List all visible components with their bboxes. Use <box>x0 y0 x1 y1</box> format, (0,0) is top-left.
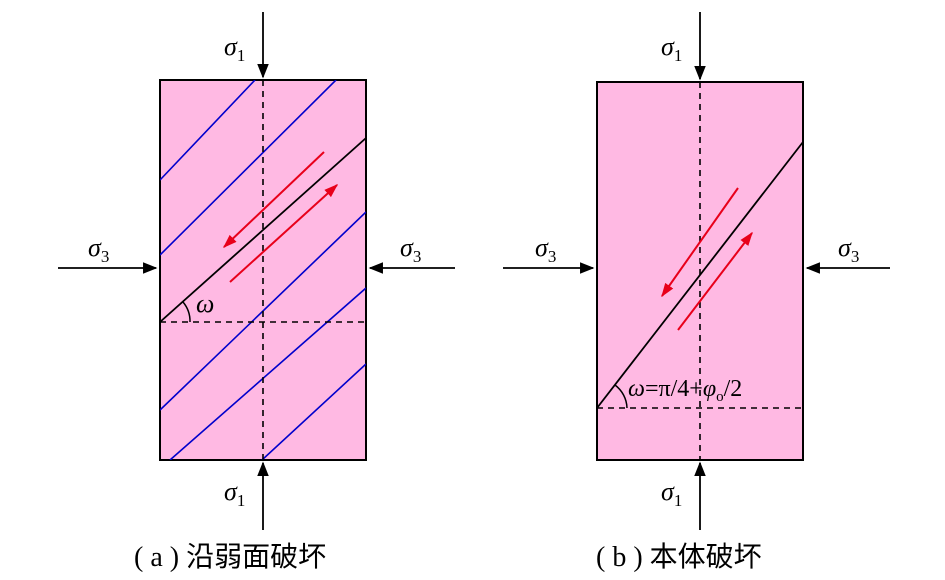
weak-plane-line <box>261 363 366 460</box>
failure-plane-a <box>159 137 367 323</box>
weak-plane-line <box>160 80 256 181</box>
weak-planes-a <box>160 80 366 460</box>
weak-plane-line <box>169 287 366 460</box>
shear-arrow-lower-b <box>677 231 753 331</box>
caption-b: ( b ) 本体破坏 <box>596 541 762 573</box>
sigma3-left-label-a: σ3 <box>88 233 109 266</box>
shear-arrow-upper-a <box>222 151 325 248</box>
caption-a: ( a ) 沿弱面破坏 <box>134 541 326 573</box>
shear-arrow-upper-b <box>661 187 739 298</box>
sigma3-right-label-b: σ3 <box>838 233 859 266</box>
sigma1-bottom-label-a: σ1 <box>224 477 245 510</box>
angle-arc-b <box>614 384 628 409</box>
sigma1-top-label-b: σ1 <box>661 32 682 65</box>
angle-arc-a <box>182 301 191 323</box>
weak-plane-line <box>160 80 337 256</box>
sigma1-top-label-a: σ1 <box>224 32 245 65</box>
sigma1-bottom-label-b: σ1 <box>661 477 682 510</box>
omega-label-a: ω <box>196 289 214 318</box>
shear-arrow-lower-a <box>229 184 339 283</box>
panel-b: σ1 σ1 σ3 σ3 ω=π/4+φo/2 ( b ) 本体破坏 <box>503 12 890 573</box>
sigma3-left-label-b: σ3 <box>535 233 556 266</box>
panel-a: σ1 σ1 σ3 σ3 ω ( a ) 沿弱面破坏 <box>58 12 455 573</box>
sigma3-right-label-a: σ3 <box>400 233 421 266</box>
omega-formula-b: ω=π/4+φo/2 <box>628 376 742 405</box>
